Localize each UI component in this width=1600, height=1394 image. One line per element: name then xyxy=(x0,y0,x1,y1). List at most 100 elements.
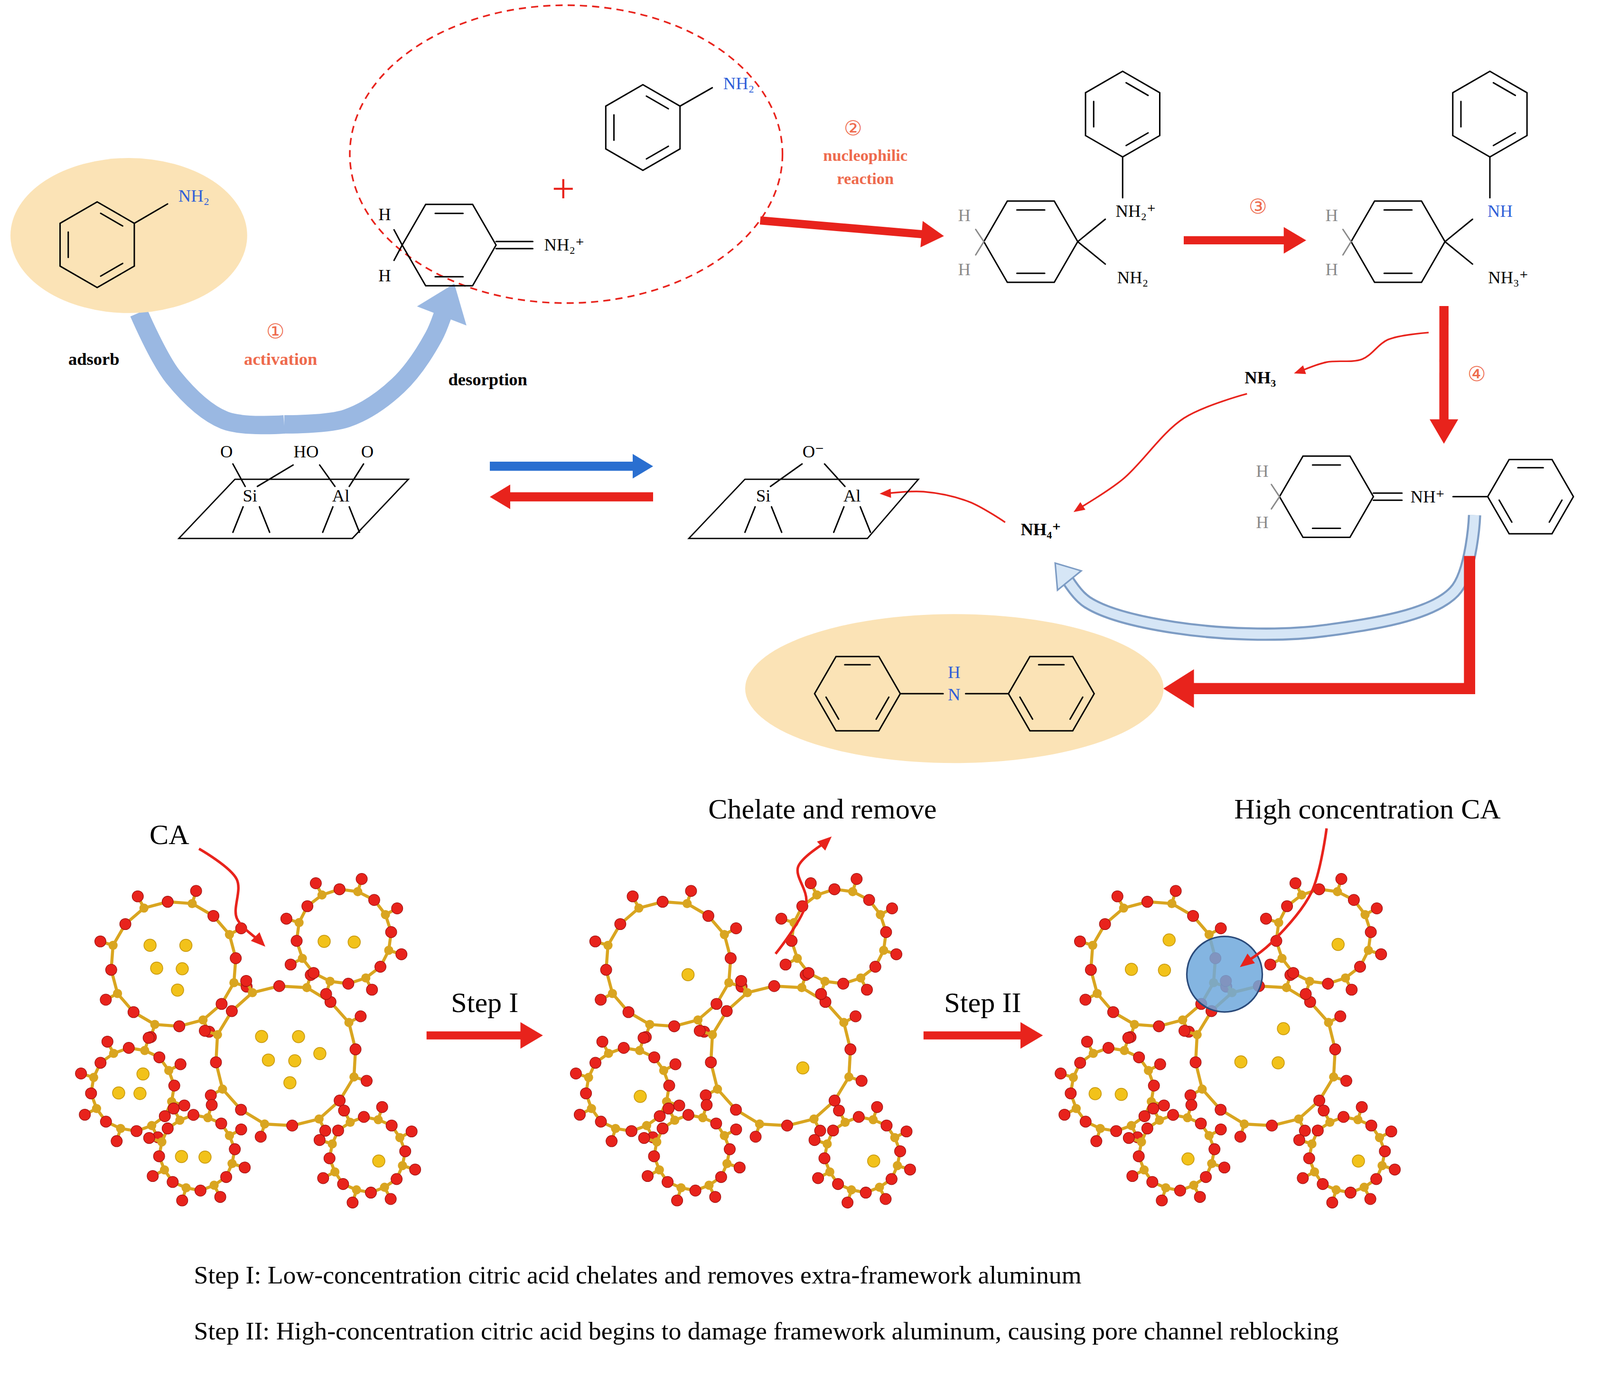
framework-atom xyxy=(719,930,729,940)
oxygen-atom xyxy=(1334,1010,1347,1023)
aluminum-dot xyxy=(318,935,331,948)
oxygen-atom xyxy=(1187,910,1199,923)
framework-atom xyxy=(314,1114,324,1124)
framework-atom xyxy=(294,918,304,928)
arrow-line xyxy=(1301,332,1429,372)
callout-number: ① xyxy=(266,319,285,344)
framework-atom xyxy=(140,1046,150,1056)
oxygen-atom xyxy=(842,1197,854,1209)
ring xyxy=(1008,656,1095,731)
oxygen-atom xyxy=(860,1187,872,1199)
atom-label: H xyxy=(1325,205,1339,226)
framework-atom xyxy=(1167,899,1177,909)
intermediate-structure: HHNH₂⁺NH₂ xyxy=(944,56,1184,307)
aluminum-dot xyxy=(171,984,184,997)
framework-atom xyxy=(1068,1073,1078,1083)
hollow-arrow xyxy=(1064,515,1475,635)
aluminum-dot xyxy=(1352,1155,1365,1168)
oxygen-atom xyxy=(1215,923,1227,935)
oxygen-atom xyxy=(1303,1152,1315,1165)
oxygen-atom xyxy=(290,935,303,947)
oxygen-atom xyxy=(235,1124,247,1136)
edge-label: nucleophilic reaction xyxy=(801,143,930,192)
oxygen-atom xyxy=(622,1006,635,1019)
oxygen-atom xyxy=(871,1101,883,1114)
atom-label: Si xyxy=(243,486,258,506)
aluminum-dot xyxy=(347,936,361,949)
oxygen-atom xyxy=(1085,964,1097,976)
bond-line xyxy=(1493,83,1516,96)
oxygen-atom xyxy=(701,1099,713,1112)
ring xyxy=(1351,201,1446,283)
oxygen-atom xyxy=(730,923,742,935)
oxygen-atom xyxy=(853,1111,865,1123)
oxygen-atom xyxy=(159,1111,171,1123)
aluminum-dot xyxy=(198,1151,212,1164)
bond-line xyxy=(232,507,244,534)
oxygen-atom xyxy=(1138,1111,1151,1123)
oxygen-atom xyxy=(230,953,242,965)
oxygen-atom xyxy=(374,961,387,974)
oxygen-atom xyxy=(595,1116,607,1128)
reaction-arrow xyxy=(760,220,945,248)
aluminum-dot xyxy=(1234,1056,1247,1069)
oxygen-atom xyxy=(1370,1173,1383,1186)
oxygen-atom xyxy=(720,1005,733,1018)
framework-atom xyxy=(1281,983,1292,993)
framework-atom xyxy=(890,1133,900,1143)
bond-line xyxy=(975,242,984,256)
oxygen-atom xyxy=(1103,1042,1115,1055)
oxygen-atom xyxy=(75,1068,87,1080)
oxygen-atom xyxy=(215,1118,227,1130)
oxygen-atom xyxy=(880,926,892,939)
oxygen-atom xyxy=(85,1088,97,1100)
bond-line xyxy=(1517,467,1544,469)
arrowhead xyxy=(1073,502,1086,513)
atom-label: NH₂ xyxy=(723,73,755,94)
oxygen-atom xyxy=(1322,978,1334,990)
oxygen-atom xyxy=(648,1052,661,1064)
aluminum-dot xyxy=(682,968,695,982)
framework-atom xyxy=(1160,1183,1170,1193)
framework-atom xyxy=(698,1113,708,1123)
oxygen-atom xyxy=(128,1006,140,1019)
arrowhead xyxy=(1293,365,1307,375)
framework-atom xyxy=(224,930,234,940)
oxygen-atom xyxy=(1340,1075,1353,1087)
oxygen-atom xyxy=(214,1191,226,1204)
bond-line xyxy=(965,692,1009,695)
arrowhead xyxy=(417,283,467,326)
aluminum-dot xyxy=(150,962,163,975)
oxygen-atom xyxy=(147,1170,159,1183)
framework-atom xyxy=(839,1018,849,1028)
aluminum-dot xyxy=(1125,963,1138,976)
bond-line xyxy=(771,507,782,534)
oxygen-atom xyxy=(310,878,322,890)
oxygen-atom xyxy=(207,910,220,923)
atom-label: H xyxy=(378,204,391,225)
oxygen-atom xyxy=(1300,988,1312,1001)
framework-atom xyxy=(797,983,807,993)
oxygen-atom xyxy=(648,1150,660,1163)
edge-label: ③ xyxy=(1248,195,1268,219)
bond-line xyxy=(1444,242,1473,265)
framework-atom xyxy=(1325,1118,1335,1128)
oxygen-atom xyxy=(861,984,873,996)
framework-atom xyxy=(1307,1139,1317,1149)
bond-line xyxy=(975,229,984,243)
oxygen-atom xyxy=(1329,1044,1341,1056)
arrow-line xyxy=(775,843,825,955)
framework-atom xyxy=(1305,977,1315,987)
framework-atom xyxy=(1197,1085,1207,1095)
oxygen-atom xyxy=(385,1120,398,1132)
arrow-line xyxy=(1247,828,1327,962)
framework-atom xyxy=(224,1131,234,1141)
dashed-group-ellipse: +HHNH₂⁺NH₂ xyxy=(349,5,783,304)
bond-line xyxy=(1312,464,1341,467)
arrow-line xyxy=(1184,556,1470,690)
oxygen-atom xyxy=(1146,1176,1159,1189)
arrowhead xyxy=(1055,563,1082,591)
oxygen-atom xyxy=(195,1185,207,1197)
oxygen-atom xyxy=(1074,1057,1086,1069)
oxygen-atom xyxy=(689,1185,702,1197)
